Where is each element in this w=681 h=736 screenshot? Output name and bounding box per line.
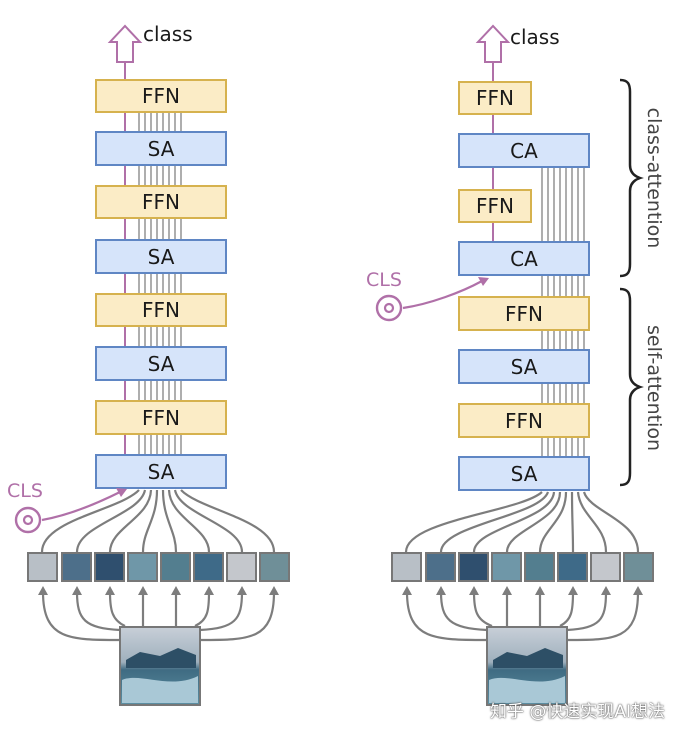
right-patch-6	[590, 552, 621, 582]
right-block-6: FFN	[458, 403, 590, 438]
left-diagram: class FFN SA FFN SA FFN SA FFN	[7, 22, 290, 706]
left-block-3: SA	[95, 239, 227, 274]
left-block-5: SA	[95, 346, 227, 381]
right-block-0-label: FFN	[476, 86, 514, 110]
left-patch-6	[226, 552, 257, 582]
left-block-2: FFN	[95, 185, 227, 219]
right-bracket-top-label: class-attention	[643, 108, 665, 249]
right-block-7-label: SA	[511, 462, 538, 486]
right-cls-arrowhead	[478, 277, 489, 286]
left-block-0-label: FFN	[142, 84, 180, 108]
left-patch-connectors	[40, 489, 276, 553]
right-patch-row	[391, 552, 654, 582]
left-block-4: FFN	[95, 293, 227, 327]
right-patch-connectors	[404, 491, 640, 553]
right-block-7: SA	[458, 456, 590, 491]
left-block-0: FFN	[95, 79, 227, 113]
right-bracket-class-attention	[619, 78, 644, 278]
right-patch-3	[491, 552, 522, 582]
left-token-wires	[138, 112, 182, 470]
left-output-label: class	[143, 22, 193, 46]
watermark: 知乎 @快速实现AI想法	[489, 702, 665, 722]
right-patch-arrowheads	[402, 586, 643, 595]
left-block-6: FFN	[95, 400, 227, 435]
right-cls-arrow	[402, 280, 483, 310]
right-block-4: FFN	[458, 296, 590, 331]
left-patch-row	[27, 552, 290, 582]
left-patch-7	[259, 552, 290, 582]
right-cls-label: CLS	[366, 269, 402, 291]
left-patch-arrowheads	[38, 586, 279, 595]
right-block-1: CA	[458, 133, 590, 168]
right-block-0: FFN	[458, 81, 532, 115]
left-block-5-label: SA	[148, 352, 175, 376]
left-block-4-label: FFN	[142, 298, 180, 322]
left-image-to-patch-arrows	[41, 591, 276, 642]
left-block-1: SA	[95, 131, 227, 166]
right-block-5-label: SA	[511, 355, 538, 379]
left-block-7: SA	[95, 454, 227, 489]
right-patch-4	[524, 552, 555, 582]
right-image-to-patch-arrows	[405, 591, 640, 642]
right-block-3-label: CA	[510, 247, 538, 271]
right-output-label: class	[510, 25, 560, 49]
right-block-4-label: FFN	[505, 302, 543, 326]
left-output-arrow	[107, 24, 143, 63]
right-block-6-label: FFN	[505, 409, 543, 433]
left-patch-0	[27, 552, 58, 582]
right-block-2: FFN	[458, 189, 532, 223]
left-cls-arrow	[41, 491, 121, 522]
left-cls-arrowhead	[116, 488, 127, 497]
left-block-3-label: SA	[148, 245, 175, 269]
right-block-5: SA	[458, 349, 590, 384]
right-input-image	[486, 626, 568, 706]
right-block-2-label: FFN	[476, 194, 514, 218]
left-block-1-label: SA	[148, 137, 175, 161]
left-input-image	[119, 626, 201, 706]
right-cls-token-icon	[375, 294, 403, 322]
right-block-3: CA	[458, 241, 590, 276]
left-block-2-label: FFN	[142, 190, 180, 214]
right-block-1-label: CA	[510, 139, 538, 163]
right-bracket-bottom-label: self-attention	[643, 325, 665, 451]
right-patch-0	[391, 552, 422, 582]
left-patch-5	[193, 552, 224, 582]
left-patch-1	[61, 552, 92, 582]
left-cls-label: CLS	[7, 480, 43, 502]
right-patch-7	[623, 552, 654, 582]
right-patch-1	[425, 552, 456, 582]
right-patch-2	[458, 552, 489, 582]
left-cls-token-icon	[14, 506, 42, 534]
left-patch-4	[160, 552, 191, 582]
left-patch-2	[94, 552, 125, 582]
right-patch-5	[557, 552, 588, 582]
left-block-7-label: SA	[148, 460, 175, 484]
left-block-6-label: FFN	[142, 406, 180, 430]
right-diagram: class FFN CA FFN CA FFN SA FFN	[366, 24, 665, 706]
right-bracket-self-attention	[619, 287, 644, 487]
right-output-arrow	[475, 24, 511, 63]
left-patch-3	[127, 552, 158, 582]
